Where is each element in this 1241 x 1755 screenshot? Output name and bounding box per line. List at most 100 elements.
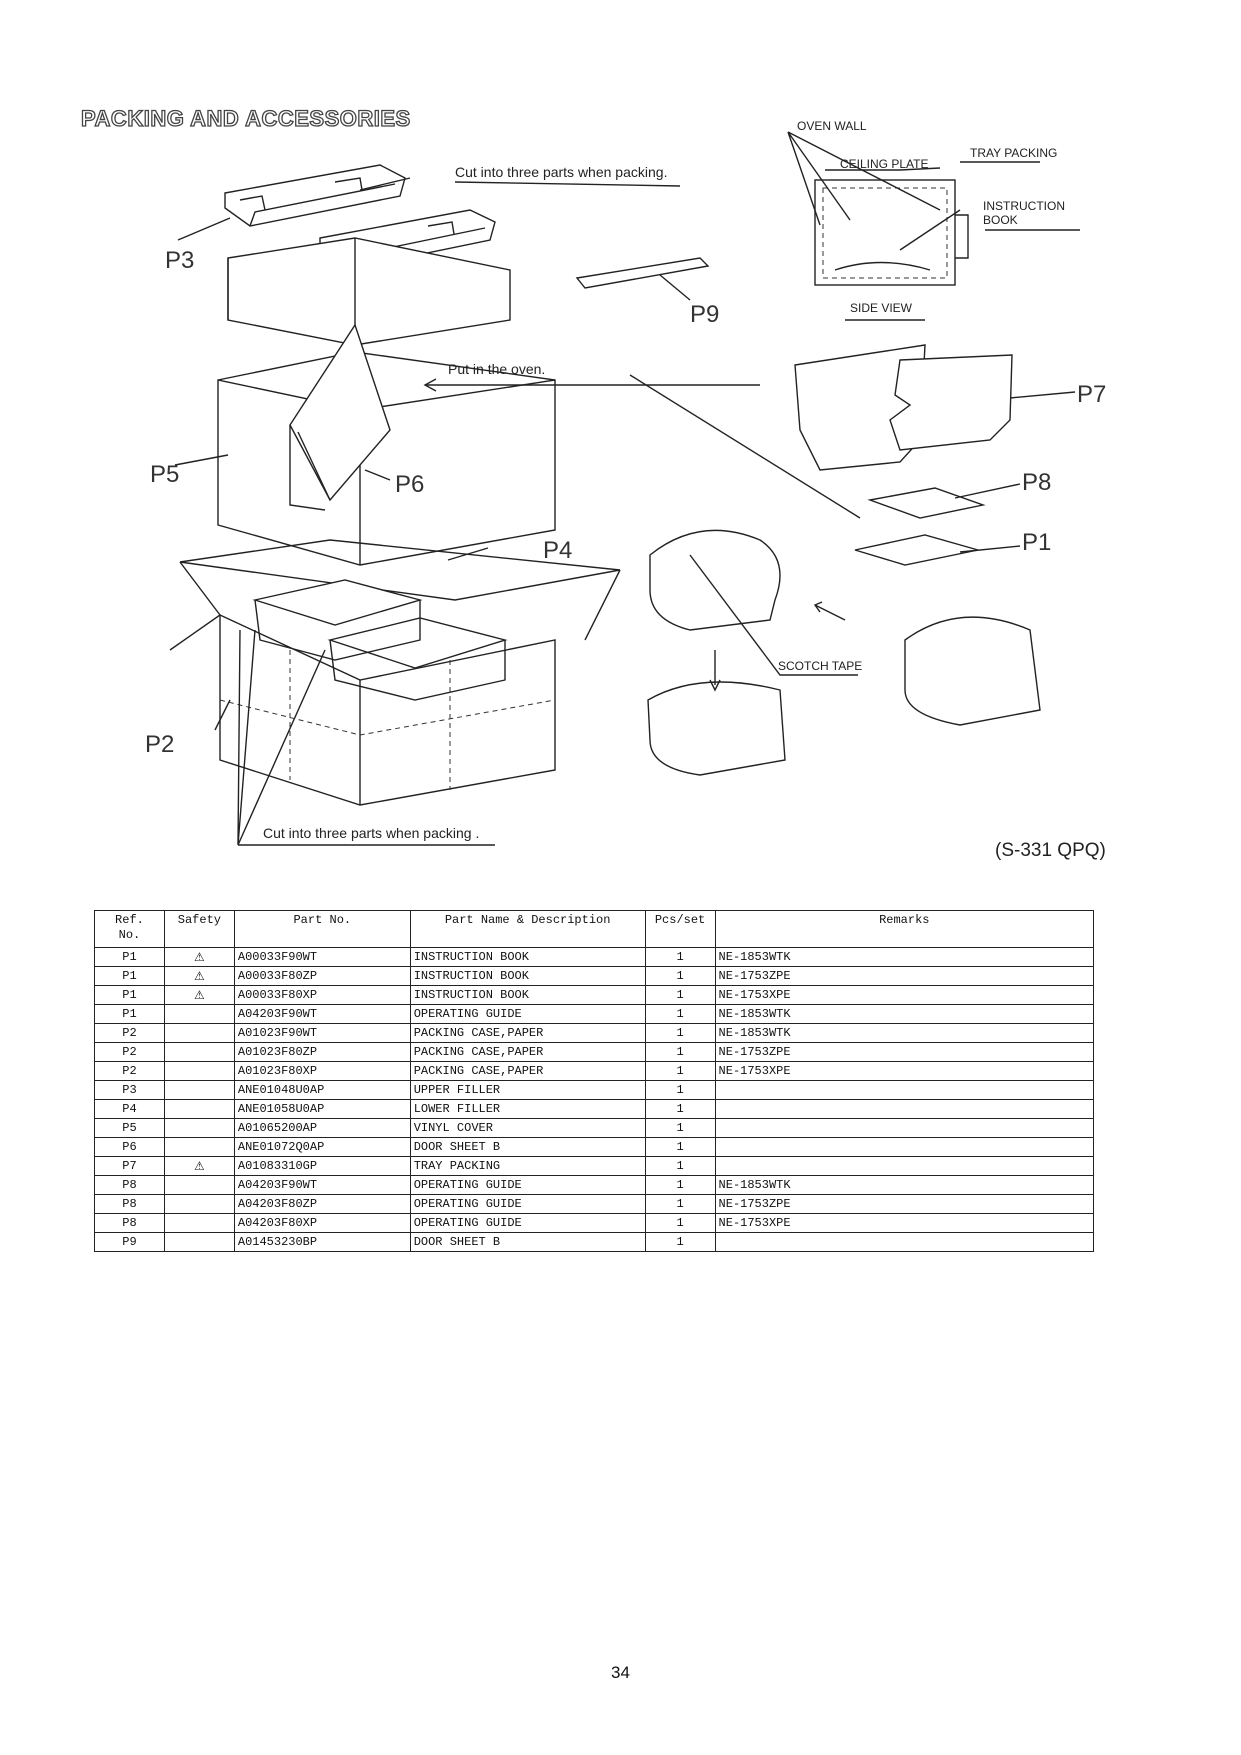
scotch-tape-label: SCOTCH TAPE [778, 659, 862, 673]
cell-pcs: 1 [644, 1080, 716, 1100]
header-pcs: Pcs/set [644, 910, 716, 948]
cell-pcs: 1 [644, 1213, 716, 1233]
bagging-drawing [647, 529, 1041, 776]
ceiling-plate-label: CEILING PLATE [840, 157, 928, 171]
cell-pcs: 1 [644, 1099, 716, 1119]
cut-note-top: Cut into three parts when packing. [455, 164, 667, 180]
cell-remarks: NE-1753XPE [714, 1061, 1095, 1081]
cell-remarks: NE-1753XPE [714, 985, 1095, 1005]
cell-name: OPERATING GUIDE [409, 1004, 646, 1024]
safety-warning-icon [163, 1004, 235, 1024]
cell-ref: P8 [94, 1213, 165, 1233]
cell-remarks [714, 1080, 1095, 1100]
safety-warning-icon [163, 1061, 235, 1081]
page-number: 34 [611, 1663, 630, 1682]
carton-drawing [169, 539, 621, 806]
cell-name: TRAY PACKING [409, 1156, 646, 1176]
cell-remarks [714, 1118, 1095, 1138]
cell-part: A00033F90WT [233, 947, 411, 967]
cell-remarks: NE-1853WTK [714, 1175, 1095, 1195]
cell-pcs: 1 [644, 1042, 716, 1062]
label-p8: P8 [1022, 469, 1051, 496]
safety-warning-icon: ⚠ [163, 1156, 235, 1176]
cell-part: A04203F80XP [233, 1213, 411, 1233]
label-p4: P4 [543, 537, 572, 564]
cell-ref: P1 [94, 1004, 165, 1024]
cell-pcs: 1 [644, 1156, 716, 1176]
oven-wall-label: OVEN WALL [797, 119, 867, 133]
cell-pcs: 1 [644, 1023, 716, 1043]
cell-ref: P8 [94, 1194, 165, 1214]
cell-remarks [714, 1137, 1095, 1157]
model-code: (S-331 QPQ) [995, 840, 1106, 861]
cell-name: OPERATING GUIDE [409, 1194, 646, 1214]
label-p2: P2 [145, 731, 174, 758]
cell-remarks [714, 1232, 1095, 1252]
cell-ref: P2 [94, 1061, 165, 1081]
cell-ref: P7 [94, 1156, 165, 1176]
operating-guide-sheet [867, 487, 986, 519]
leader-lines [174, 131, 1080, 846]
safety-warning-icon: ⚠ [163, 985, 235, 1005]
safety-warning-icon [163, 1080, 235, 1100]
safety-warning-icon [163, 1194, 235, 1214]
cell-ref: P4 [94, 1099, 165, 1119]
label-p3: P3 [165, 247, 194, 274]
cell-remarks [714, 1156, 1095, 1176]
cell-part: A01023F80ZP [233, 1042, 411, 1062]
label-p5: P5 [150, 461, 179, 488]
cell-part: A00033F80XP [233, 985, 411, 1005]
cell-remarks: NE-1753ZPE [714, 1042, 1095, 1062]
cell-pcs: 1 [644, 1137, 716, 1157]
safety-warning-icon [163, 1213, 235, 1233]
cell-ref: P9 [94, 1232, 165, 1252]
cell-part: ANE01072Q0AP [233, 1137, 411, 1157]
side-view-drawing [814, 179, 969, 321]
tray-packing-drawing [794, 344, 1013, 471]
cell-part: A04203F80ZP [233, 1194, 411, 1214]
side-view-label: SIDE VIEW [850, 301, 913, 315]
cell-name: DOOR SHEET B [409, 1137, 646, 1157]
instruction-label-2: BOOK [983, 213, 1018, 227]
header-ref: Ref. No. [94, 910, 165, 948]
cell-ref: P3 [94, 1080, 165, 1100]
cell-ref: P6 [94, 1137, 165, 1157]
cell-pcs: 1 [644, 1232, 716, 1252]
cell-name: PACKING CASE,PAPER [409, 1042, 646, 1062]
cell-pcs: 1 [644, 1061, 716, 1081]
header-safety: Safety [163, 910, 235, 948]
cell-part: A04203F90WT [233, 1004, 411, 1024]
cell-ref: P2 [94, 1023, 165, 1043]
oven-drawing [227, 237, 511, 346]
cell-pcs: 1 [644, 1118, 716, 1138]
page-title: PACKING AND ACCESSORIES [80, 105, 411, 131]
cell-remarks: NE-1853WTK [714, 947, 1095, 967]
parts-table: Ref. No. Safety Part No. Part Name & Des… [94, 910, 1095, 1252]
cell-name: VINYL COVER [409, 1118, 646, 1138]
cell-pcs: 1 [644, 947, 716, 967]
instruction-label-1: INSTRUCTION [983, 199, 1065, 213]
cell-pcs: 1 [644, 985, 716, 1005]
safety-warning-icon: ⚠ [163, 947, 235, 967]
vinyl-cover-drawing [217, 351, 556, 566]
safety-warning-icon [163, 1175, 235, 1195]
cell-ref: P5 [94, 1118, 165, 1138]
cell-part: ANE01058U0AP [233, 1099, 411, 1119]
cell-part: A01065200AP [233, 1118, 411, 1138]
safety-warning-icon [163, 1137, 235, 1157]
cell-ref: P1 [94, 966, 165, 986]
cell-part: ANE01048U0AP [233, 1080, 411, 1100]
cell-name: OPERATING GUIDE [409, 1213, 646, 1233]
label-p1: P1 [1022, 529, 1051, 556]
